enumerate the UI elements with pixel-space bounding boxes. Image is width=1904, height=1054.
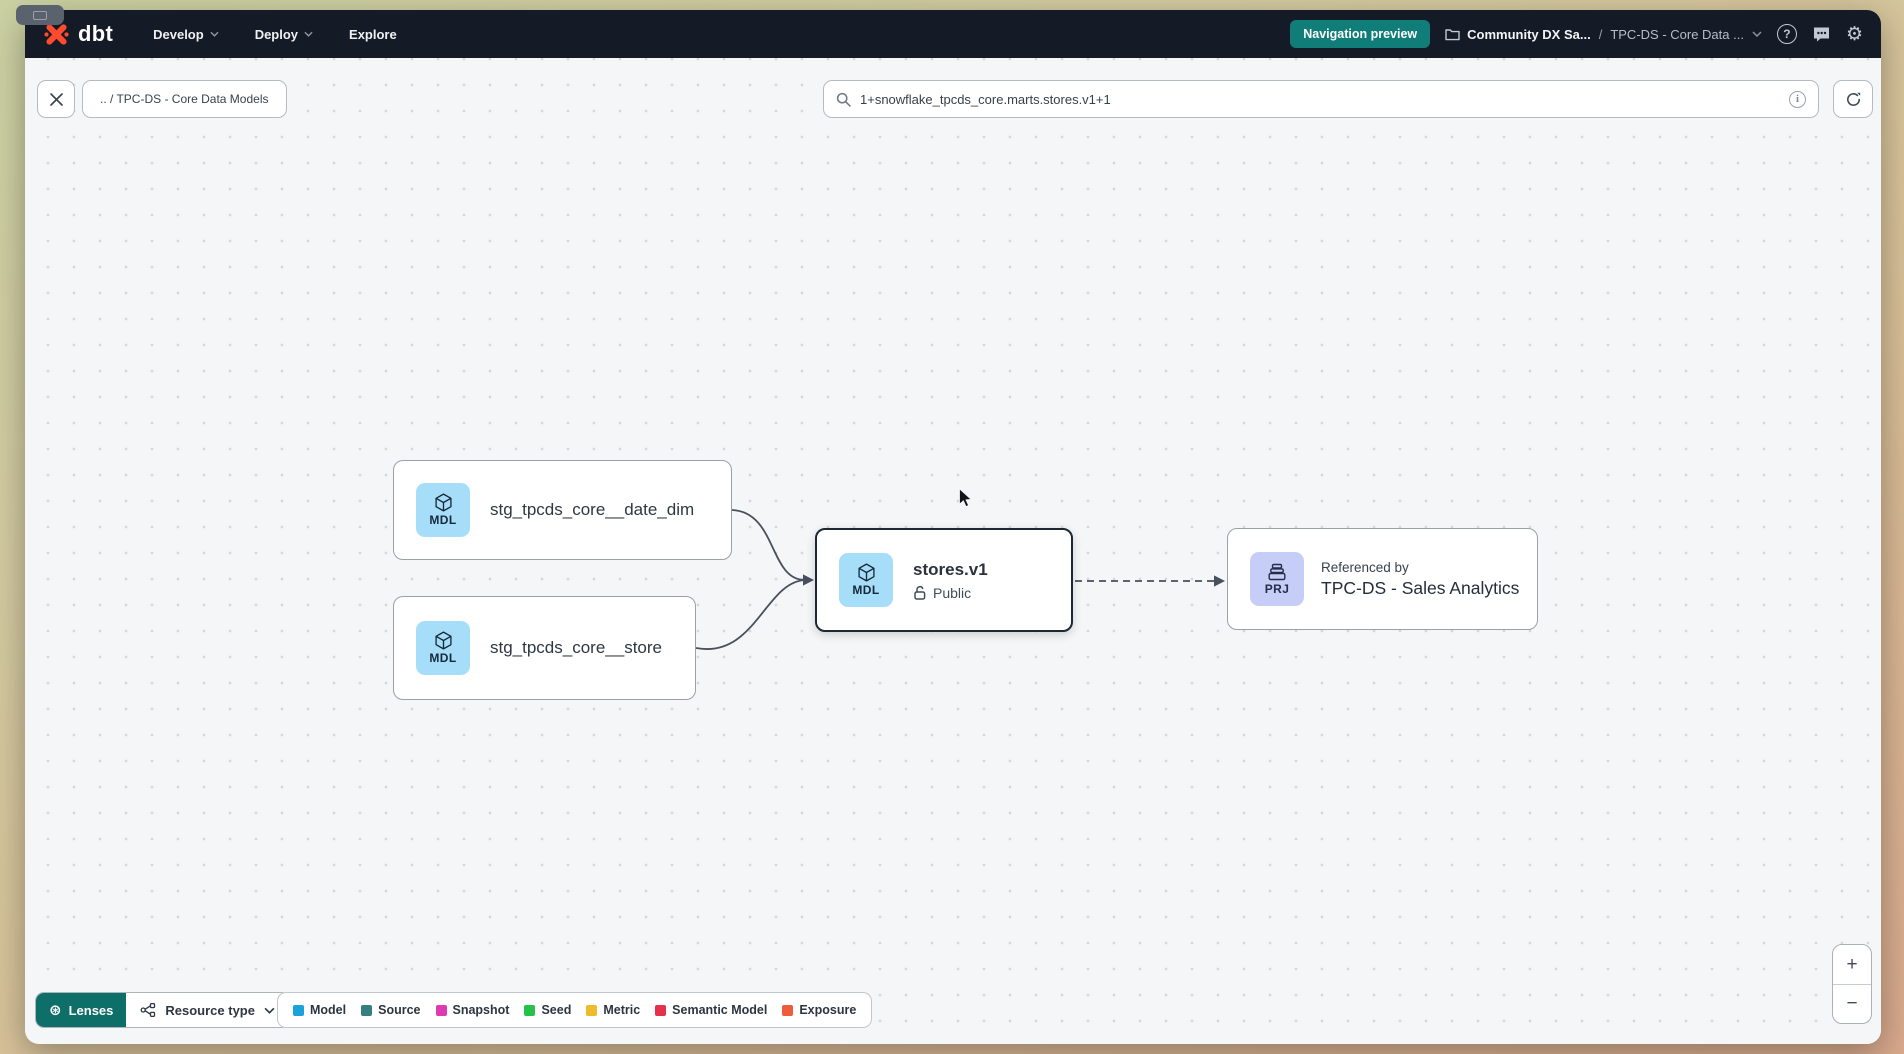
legend-item-model: Model: [293, 1003, 346, 1017]
project-badge: PRJ: [1250, 552, 1304, 606]
lineage-node-stores-v1-selected[interactable]: MDL stores.v1 Public: [815, 528, 1073, 632]
chevron-down-icon: [304, 31, 313, 37]
lock-open-icon: [914, 586, 926, 600]
project-crumb-label: Community DX Sa...: [1467, 26, 1591, 42]
access-row: Public: [913, 585, 988, 601]
legend-label: Seed: [541, 1003, 572, 1017]
account-breadcrumb[interactable]: Community DX Sa... / TPC-DS - Core Data …: [1445, 27, 1762, 42]
zoom-out-button[interactable]: −: [1833, 984, 1871, 1023]
badge-label: MDL: [429, 651, 457, 665]
lineage-node-store[interactable]: MDL stg_tpcds_core__store: [393, 596, 696, 700]
node-label: TPC-DS - Sales Analytics: [1321, 577, 1520, 598]
cube-icon: [434, 493, 452, 512]
legend-label: Source: [378, 1003, 421, 1017]
lenses-label: Lenses: [68, 1002, 114, 1018]
referenced-by-label: Referenced by: [1321, 559, 1409, 575]
chevron-down-icon: [1752, 31, 1762, 37]
legend-label: Model: [310, 1003, 347, 1017]
refresh-lineage-button[interactable]: [1833, 80, 1873, 118]
cube-icon: [434, 631, 452, 650]
model-badge: MDL: [416, 483, 470, 537]
lenses-icon: ⊛: [49, 1001, 62, 1019]
legend-label: Semantic Model: [672, 1003, 768, 1017]
badge-label: PRJ: [1264, 581, 1290, 596]
legend-color-swatch: [361, 1004, 373, 1016]
node-text-block: stores.v1 Public: [913, 560, 988, 601]
badge-label: MDL: [429, 513, 457, 527]
lineage-breadcrumb-chip[interactable]: .. / TPC-DS - Core Data Models: [82, 80, 287, 118]
nav-item-explore[interactable]: Explore: [349, 27, 397, 42]
section-crumb-label: TPC-DS - Core Data ...: [1610, 26, 1744, 42]
node-text-block: Referenced by TPC-DS - Sales Analytics: [1321, 560, 1519, 599]
main-menu: Develop Deploy Explore: [153, 27, 397, 42]
navigation-preview-badge[interactable]: Navigation preview: [1290, 20, 1431, 48]
nav-item-develop[interactable]: Develop: [153, 27, 219, 42]
legend-color-swatch: [586, 1004, 598, 1016]
legend-item-semantic-model: Semantic Model: [655, 1003, 767, 1017]
legend-color-swatch: [524, 1004, 536, 1016]
resource-type-dropdown[interactable]: Resource type: [126, 993, 289, 1027]
legend-color-swatch: [655, 1004, 667, 1016]
zoom-in-button[interactable]: +: [1846, 953, 1858, 975]
project-crumb[interactable]: Community DX Sa...: [1445, 27, 1591, 42]
legend-item-metric: Metric: [586, 1003, 640, 1017]
app-window: dbt Develop Deploy Explore Navigation pr…: [25, 10, 1881, 1044]
lineage-node-sales-analytics[interactable]: PRJ Referenced by TPC-DS - Sales Analyti…: [1227, 528, 1538, 630]
legend-item-seed: Seed: [524, 1003, 571, 1017]
dbt-logo-text: dbt: [78, 21, 114, 46]
resource-type-label: Resource type: [165, 1002, 255, 1018]
nav-item-label: Explore: [349, 26, 397, 42]
archive-icon: [1268, 563, 1286, 580]
node-label: stg_tpcds_core__store: [490, 638, 662, 657]
model-badge: MDL: [839, 553, 893, 607]
resource-graph-icon: [140, 1002, 156, 1018]
close-icon: [49, 92, 63, 106]
help-icon[interactable]: ?: [1776, 24, 1797, 44]
info-icon[interactable]: i: [1789, 90, 1806, 108]
access-label: Public: [933, 584, 972, 601]
badge-label: MDL: [852, 583, 880, 597]
cube-icon: [857, 563, 875, 582]
browser-tab-icon: [33, 10, 47, 20]
dbt-logo-icon: [44, 23, 69, 45]
lineage-selector-input[interactable]: [860, 91, 1780, 107]
legend-item-exposure: Exposure: [782, 1003, 856, 1017]
nav-item-label: Deploy: [254, 26, 299, 42]
dbt-logo[interactable]: dbt: [43, 21, 113, 48]
lenses-button[interactable]: ⊛ Lenses: [36, 993, 127, 1027]
resource-type-legend: Model Source Snapshot Seed Metric Semant…: [277, 992, 873, 1028]
nav-item-deploy[interactable]: Deploy: [255, 27, 313, 42]
legend-item-snapshot: Snapshot: [435, 1003, 510, 1017]
breadcrumb-separator: /: [1598, 26, 1603, 42]
zoom-controls: + −: [1832, 944, 1872, 1024]
legend-item-source: Source: [361, 1003, 421, 1017]
search-icon: [836, 92, 851, 107]
legend-color-swatch: [782, 1004, 794, 1016]
node-label: stores.v1: [913, 559, 988, 579]
lineage-node-date-dim[interactable]: MDL stg_tpcds_core__date_dim: [393, 460, 732, 560]
nav-item-label: Develop: [153, 26, 204, 42]
legend-label: Metric: [603, 1003, 641, 1017]
legend-label: Snapshot: [452, 1003, 510, 1017]
refresh-icon: [1846, 92, 1860, 106]
settings-gear-icon[interactable]: ⚙: [1845, 22, 1863, 45]
node-label: stg_tpcds_core__date_dim: [490, 500, 695, 519]
lens-controls: ⊛ Lenses Resource type: [35, 992, 290, 1028]
chevron-down-icon: [264, 1007, 275, 1014]
close-lineage-button[interactable]: [37, 80, 75, 118]
legend-label: Exposure: [799, 1003, 857, 1017]
navbar-right: Navigation preview Community DX Sa... / …: [1290, 20, 1863, 48]
model-badge: MDL: [416, 621, 470, 675]
legend-color-swatch: [435, 1004, 447, 1016]
feedback-icon[interactable]: [1812, 26, 1831, 43]
browser-tab-artifact: [16, 5, 64, 25]
chevron-down-icon: [210, 31, 219, 37]
lineage-canvas[interactable]: .. / TPC-DS - Core Data Models i MDL stg…: [25, 58, 1881, 1044]
folder-icon: [1445, 28, 1460, 40]
mouse-cursor: [959, 488, 973, 508]
top-navbar: dbt Develop Deploy Explore Navigation pr…: [25, 10, 1881, 58]
lineage-search-bar: i: [823, 80, 1819, 118]
legend-color-swatch: [293, 1004, 304, 1016]
